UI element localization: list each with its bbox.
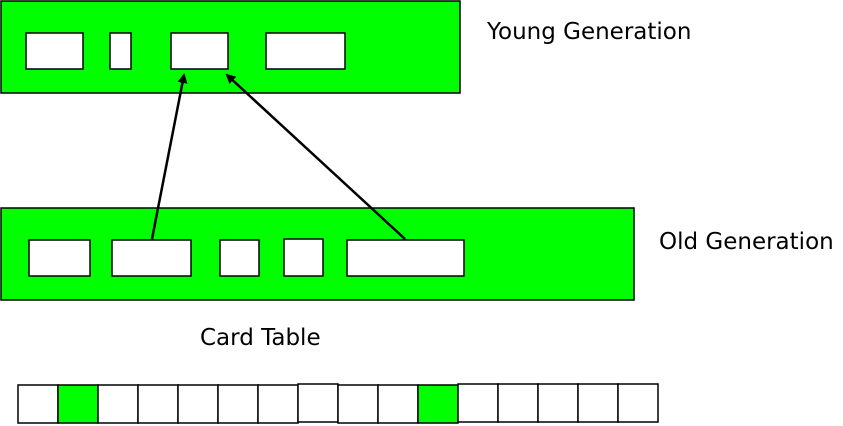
card-cell-12	[457, 383, 499, 423]
young-generation-region	[0, 0, 461, 94]
card-cell-5	[177, 384, 219, 424]
old-generation-label: Old Generation	[659, 229, 834, 255]
young-generation-label: Young Generation	[487, 19, 692, 45]
card-cell-10	[377, 384, 419, 424]
old-object-3	[219, 239, 260, 277]
card-cell-3	[97, 384, 139, 424]
old-generation-region	[0, 207, 635, 301]
card-cell-6	[217, 384, 259, 424]
young-object-3	[170, 32, 229, 70]
card-cell-15	[577, 383, 619, 423]
card-cell-8	[297, 383, 339, 423]
old-object-5	[346, 239, 465, 277]
card-cell-2	[57, 384, 99, 424]
reference-arrow-1	[150, 73, 188, 240]
card-table	[17, 383, 659, 424]
card-cell-14	[537, 383, 579, 423]
card-cell-7	[257, 384, 299, 424]
young-object-1	[25, 32, 84, 70]
card-cell-16	[617, 383, 659, 423]
card-table-label: Card Table	[200, 325, 321, 351]
card-cell-4	[137, 384, 179, 424]
reference-arrow-2	[225, 73, 406, 240]
card-cell-9	[337, 384, 379, 424]
old-object-2	[111, 239, 192, 277]
card-cell-13	[497, 383, 539, 423]
young-object-2	[109, 32, 132, 70]
card-cell-11	[417, 384, 459, 424]
old-object-1	[28, 239, 91, 277]
card-cell-1	[17, 384, 59, 424]
young-object-4	[265, 32, 346, 70]
old-object-4	[283, 238, 324, 277]
